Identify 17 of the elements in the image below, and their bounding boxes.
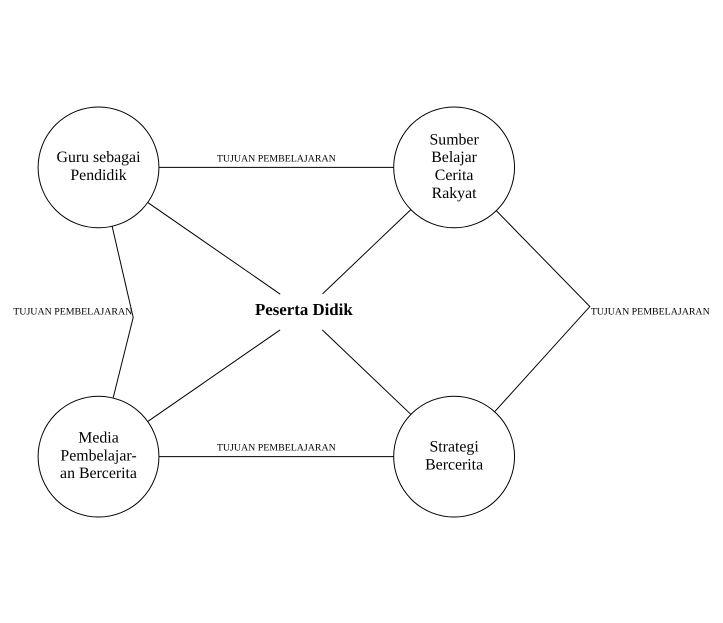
node-circle: Strategi Bercerita xyxy=(393,395,516,518)
edge-label: TUJUAN PEMBELAJARAN xyxy=(590,306,710,317)
connector xyxy=(158,166,394,168)
edge-label: TUJUAN PEMBELAJARAN xyxy=(13,306,132,317)
edge-label: TUJUAN PEMBELAJARAN xyxy=(216,442,336,454)
connector xyxy=(322,208,412,294)
connector xyxy=(112,225,134,398)
connector xyxy=(158,456,394,457)
node-text: Peserta Didik xyxy=(255,300,353,319)
node-circle: Guru sebagai Pendidik xyxy=(38,106,160,228)
node-circle: Media Pembelajar-an Bercerita xyxy=(38,395,160,518)
node-circle: Sumber Belajar Cerita Rakyat xyxy=(393,106,516,228)
connector xyxy=(148,328,281,422)
connector xyxy=(494,210,590,412)
edge-label: TUJUAN PEMBELAJARAN xyxy=(216,152,336,164)
connector xyxy=(322,328,412,414)
connector xyxy=(147,202,281,294)
